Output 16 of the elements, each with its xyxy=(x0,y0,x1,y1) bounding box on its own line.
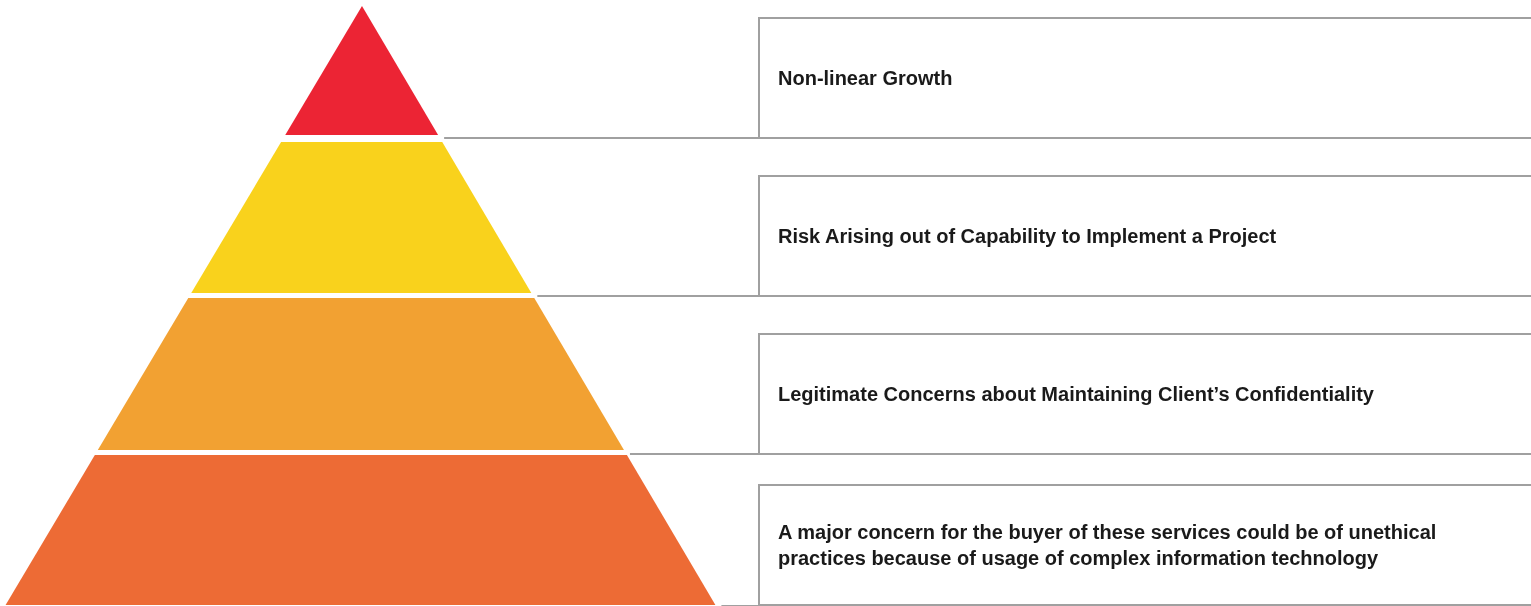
panel-text: Risk Arising out of Capability to Implement a Project xyxy=(778,224,1277,249)
text-panel xyxy=(758,175,1531,297)
text-panel xyxy=(758,17,1531,139)
connector-line xyxy=(536,295,759,297)
connector-line xyxy=(720,605,759,606)
connector-line xyxy=(443,137,759,139)
panel-text: Legitimate Concerns about Maintaining Client’s Confidentiality xyxy=(778,382,1374,407)
text-panel xyxy=(758,484,1531,606)
panel-text: Non-linear Growth xyxy=(778,66,953,91)
text-panel xyxy=(758,333,1531,455)
pyramid-tier xyxy=(97,298,624,450)
connector-line xyxy=(628,453,759,455)
pyramid-tier xyxy=(5,455,716,605)
pyramid-tier xyxy=(285,6,439,135)
pyramid-tier xyxy=(191,142,532,293)
panel-text: A major concern for the buyer of these services could be of unethical practices because of usage of complex information technology xyxy=(778,520,1438,571)
